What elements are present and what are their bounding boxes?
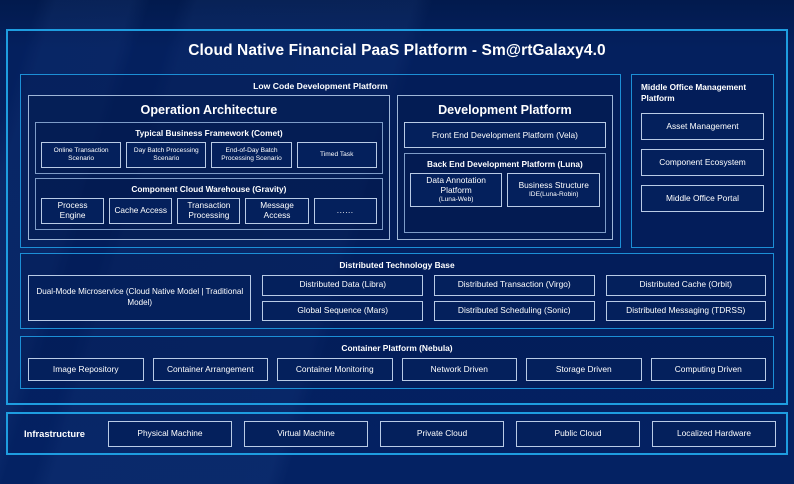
dtb-column-2: Distributed Transaction (Virgo) Distribu… bbox=[433, 275, 595, 321]
chip-asset-management[interactable]: Asset Management bbox=[641, 113, 764, 141]
chip-business-structure-ide-sublabel: IDE(Luna-Robin) bbox=[528, 191, 579, 199]
back-end-items: Data Annotation Platform (Luna-Web) Busi… bbox=[409, 173, 601, 207]
operation-architecture-title: Operation Architecture bbox=[140, 103, 278, 117]
dtb-column-3: Distributed Cache (Orbit) Distributed Me… bbox=[605, 275, 767, 321]
distributed-technology-base-title: Distributed Technology Base bbox=[339, 260, 455, 270]
container-platform-items: Image Repository Container Arrangement C… bbox=[28, 358, 766, 381]
distributed-technology-base-panel: Distributed Technology Base Dual-Mode Mi… bbox=[20, 253, 774, 329]
chip-virtual-machine[interactable]: Virtual Machine bbox=[244, 420, 368, 447]
chip-timed-task[interactable]: Timed Task bbox=[296, 142, 377, 168]
low-code-platform-panel: Low Code Development Platform Operation … bbox=[20, 74, 621, 248]
chip-container-arrangement[interactable]: Container Arrangement bbox=[152, 358, 268, 381]
development-platform-title: Development Platform bbox=[438, 103, 572, 117]
chip-public-cloud[interactable]: Public Cloud bbox=[516, 420, 640, 447]
chip-computing-driven[interactable]: Computing Driven bbox=[650, 358, 766, 381]
chip-distributed-scheduling[interactable]: Distributed Scheduling (Sonic) bbox=[433, 300, 595, 321]
container-platform-title: Container Platform (Nebula) bbox=[341, 343, 453, 353]
chip-distributed-transaction[interactable]: Distributed Transaction (Virgo) bbox=[433, 275, 595, 296]
chip-end-of-day-batch-processing-scenario[interactable]: End-of-Day Batch Processing Scenario bbox=[211, 142, 292, 168]
chip-dual-mode-microservice[interactable]: Dual-Mode Microservice (Cloud Native Mod… bbox=[28, 275, 252, 321]
chip-data-annotation-platform-sublabel: (Luna-Web) bbox=[438, 196, 474, 204]
chip-distributed-messaging[interactable]: Distributed Messaging (TDRSS) bbox=[605, 300, 767, 321]
chip-global-sequence[interactable]: Global Sequence (Mars) bbox=[262, 300, 423, 321]
top-row: Low Code Development Platform Operation … bbox=[20, 74, 774, 248]
chip-more-ellipsis[interactable]: ...... bbox=[313, 198, 377, 224]
component-warehouse-items: Process Engine Cache Access Transaction … bbox=[41, 198, 377, 224]
chip-network-driven[interactable]: Network Driven bbox=[401, 358, 517, 381]
infrastructure-panel: Infrastructure Physical Machine Virtual … bbox=[6, 412, 788, 455]
chip-business-structure-ide-label: Business Structure bbox=[518, 180, 589, 191]
chip-online-transaction-scenario[interactable]: Online Transaction Scenario bbox=[41, 142, 122, 168]
infrastructure-label: Infrastructure bbox=[24, 428, 85, 439]
typical-business-framework-title: Typical Business Framework (Comet) bbox=[135, 128, 283, 138]
chip-distributed-cache[interactable]: Distributed Cache (Orbit) bbox=[605, 275, 767, 296]
chip-storage-driven[interactable]: Storage Driven bbox=[526, 358, 642, 381]
chip-message-access[interactable]: Message Access bbox=[245, 198, 309, 224]
chip-distributed-data[interactable]: Distributed Data (Libra) bbox=[262, 275, 423, 296]
back-end-development-platform-block: Back End Development Platform (Luna) Dat… bbox=[403, 153, 606, 233]
distributed-technology-base-body: Dual-Mode Microservice (Cloud Native Mod… bbox=[28, 275, 767, 321]
chip-transaction-processing[interactable]: Transaction Processing bbox=[177, 198, 241, 224]
chip-day-batch-processing-scenario[interactable]: Day Batch Processing Scenario bbox=[126, 142, 207, 168]
chip-container-monitoring[interactable]: Container Monitoring bbox=[277, 358, 393, 381]
low-code-body: Operation Architecture Typical Business … bbox=[28, 95, 613, 240]
chip-private-cloud[interactable]: Private Cloud bbox=[380, 420, 504, 447]
business-framework-items: Online Transaction Scenario Day Batch Pr… bbox=[41, 142, 377, 168]
chip-cache-access[interactable]: Cache Access bbox=[109, 198, 173, 224]
chip-image-repository[interactable]: Image Repository bbox=[28, 358, 144, 381]
container-platform-panel: Container Platform (Nebula) Image Reposi… bbox=[20, 336, 774, 389]
back-end-development-platform-title: Back End Development Platform (Luna) bbox=[426, 159, 583, 169]
dtb-column-1: Distributed Data (Libra) Global Sequence… bbox=[262, 275, 423, 321]
component-cloud-warehouse-block: Component Cloud Warehouse (Gravity) Proc… bbox=[35, 178, 383, 230]
platform-frame: Cloud Native Financial PaaS Platform - S… bbox=[6, 29, 788, 405]
component-cloud-warehouse-title: Component Cloud Warehouse (Gravity) bbox=[131, 184, 287, 194]
chip-component-ecosystem[interactable]: Component Ecosystem bbox=[641, 149, 764, 177]
chip-business-structure-ide[interactable]: Business Structure IDE(Luna-Robin) bbox=[507, 173, 601, 207]
middle-office-management-panel: Middle Office Management Platform Asset … bbox=[631, 74, 774, 248]
chip-localized-hardware[interactable]: Localized Hardware bbox=[652, 420, 776, 447]
middle-office-management-title: Middle Office Management Platform bbox=[641, 82, 747, 104]
development-platform-panel: Development Platform Front End Developme… bbox=[396, 95, 613, 240]
low-code-platform-title: Low Code Development Platform bbox=[253, 81, 388, 91]
infrastructure-items: Physical Machine Virtual Machine Private… bbox=[108, 420, 776, 447]
chip-front-end-development-platform[interactable]: Front End Development Platform (Vela) bbox=[403, 122, 606, 148]
chip-process-engine[interactable]: Process Engine bbox=[41, 198, 105, 224]
chip-middle-office-portal[interactable]: Middle Office Portal bbox=[641, 185, 764, 213]
page-title: Cloud Native Financial PaaS Platform - S… bbox=[188, 42, 606, 59]
chip-physical-machine[interactable]: Physical Machine bbox=[108, 420, 232, 447]
operation-architecture-panel: Operation Architecture Typical Business … bbox=[28, 95, 390, 240]
typical-business-framework-block: Typical Business Framework (Comet) Onlin… bbox=[35, 122, 383, 174]
chip-data-annotation-platform[interactable]: Data Annotation Platform (Luna-Web) bbox=[409, 173, 503, 207]
chip-data-annotation-platform-label: Data Annotation Platform bbox=[426, 175, 486, 196]
